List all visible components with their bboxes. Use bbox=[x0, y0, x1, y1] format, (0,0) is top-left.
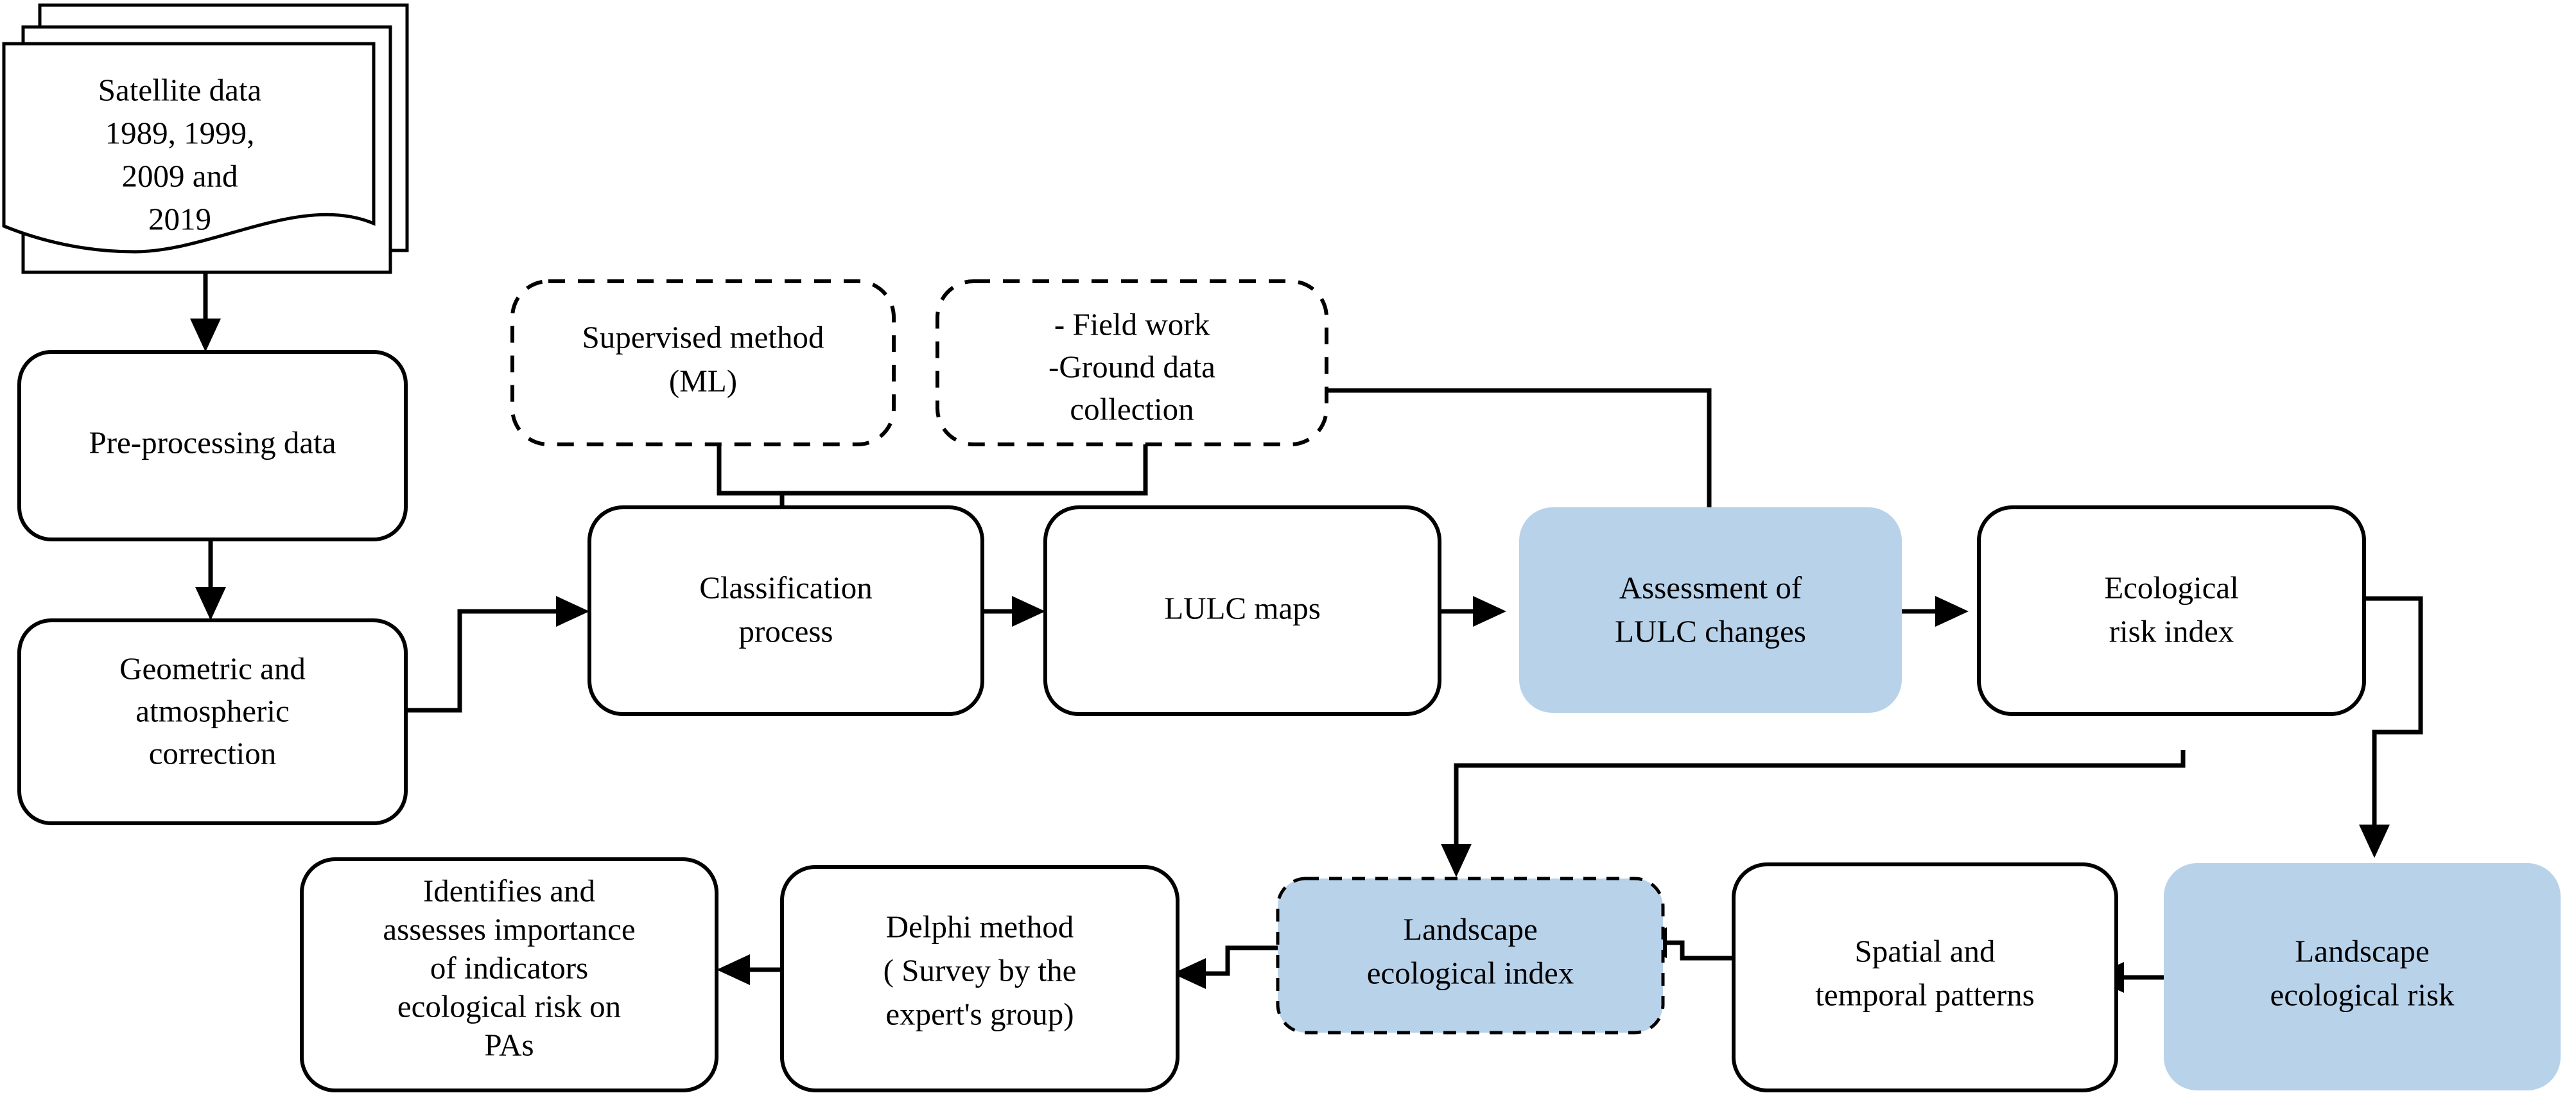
edge-ecorisk-to-landscape-risk bbox=[2359, 596, 2423, 858]
landscape-index-line-1: Landscape bbox=[1403, 911, 1538, 947]
ecorisk-line-1: Ecological bbox=[2104, 570, 2239, 605]
spatial-line-1: Spatial and bbox=[1854, 933, 1995, 968]
node-ecological-risk-index[interactable]: Ecological risk index bbox=[1977, 505, 2366, 716]
geometric-line-1: Geometric and bbox=[119, 651, 306, 686]
satellite-data-line-4: 2019 bbox=[148, 201, 211, 236]
identifies-line-3: of indicators bbox=[430, 950, 588, 985]
field-work-line-3: collection bbox=[1070, 391, 1194, 426]
delphi-line-2: ( Survey by the bbox=[883, 952, 1077, 988]
field-work-line-2: -Ground data bbox=[1049, 349, 1215, 384]
geometric-line-3: correction bbox=[149, 735, 277, 771]
node-preprocessing[interactable]: Pre-processing data bbox=[17, 350, 408, 541]
classification-line-1: Classification bbox=[699, 570, 872, 605]
supervised-method-line-1: Supervised method bbox=[582, 319, 824, 354]
node-classification-process[interactable]: Classification process bbox=[587, 505, 984, 716]
edge-landscape-index-to-delphi bbox=[1172, 945, 1278, 989]
geometric-line-2: atmospheric bbox=[135, 693, 289, 728]
assessment-line-1: Assessment of bbox=[1619, 570, 1802, 605]
identifies-line-1: Identifies and bbox=[423, 873, 595, 908]
edge-lulcmaps-to-assessment bbox=[1440, 596, 1506, 627]
node-field-work[interactable]: - Field work -Ground data collection bbox=[936, 279, 1328, 446]
node-assessment-lulc-changes[interactable]: Assessment of LULC changes bbox=[1519, 507, 1902, 713]
edge-preprocessing-to-geometric bbox=[195, 539, 226, 620]
node-lulc-maps[interactable]: LULC maps bbox=[1043, 505, 1441, 716]
satellite-data-line-2: 1989, 1999, bbox=[105, 115, 255, 150]
node-spatial-temporal-patterns[interactable]: Spatial and temporal patterns bbox=[1732, 862, 2118, 1092]
node-geometric-correction[interactable]: Geometric and atmospheric correction bbox=[17, 618, 408, 825]
landscape-index-line-2: ecological index bbox=[1367, 955, 1574, 990]
field-work-line-1: - Field work bbox=[1054, 306, 1210, 342]
landscape-risk-line-2: ecological risk bbox=[2270, 977, 2455, 1012]
node-satellite-data[interactable]: Satellite data 1989, 1999, 2009 and 2019 bbox=[2, 3, 409, 274]
node-identifies-assesses[interactable]: Identifies and assesses importance of in… bbox=[300, 857, 718, 1092]
identifies-line-2: assesses importance bbox=[383, 911, 635, 947]
edge-ecorisk-to-landscape-index bbox=[1441, 750, 2186, 877]
node-delphi-method[interactable]: Delphi method ( Survey by the expert's g… bbox=[780, 865, 1179, 1092]
identifies-line-4: ecological risk on bbox=[397, 988, 621, 1024]
edge-geometric-to-classification bbox=[406, 596, 589, 713]
edge-classification-to-lulcmaps bbox=[982, 596, 1045, 627]
classification-line-2: process bbox=[739, 613, 833, 649]
node-landscape-ecological-risk[interactable]: Landscape ecological risk bbox=[2164, 863, 2561, 1090]
satellite-data-line-3: 2009 and bbox=[122, 158, 238, 193]
assessment-line-2: LULC changes bbox=[1615, 613, 1806, 649]
ecorisk-line-2: risk index bbox=[2109, 613, 2234, 649]
edge-assessment-to-ecorisk bbox=[1902, 596, 1969, 627]
preprocessing-label: Pre-processing data bbox=[89, 424, 336, 460]
edge-delphi-to-identifies bbox=[717, 954, 782, 985]
node-supervised-method[interactable]: Supervised method (ML) bbox=[510, 279, 896, 446]
node-landscape-ecological-index[interactable]: Landscape ecological index bbox=[1276, 877, 1665, 1035]
delphi-line-1: Delphi method bbox=[886, 909, 1074, 944]
satellite-data-line-1: Satellite data bbox=[98, 72, 262, 107]
delphi-line-3: expert's group) bbox=[885, 996, 1074, 1031]
identifies-line-5: PAs bbox=[484, 1027, 534, 1062]
landscape-risk-line-1: Landscape bbox=[2295, 933, 2430, 968]
lulc-maps-label: LULC maps bbox=[1164, 590, 1321, 625]
supervised-method-line-2: (ML) bbox=[669, 363, 737, 398]
spatial-line-2: temporal patterns bbox=[1815, 977, 2035, 1012]
edge-satellite-to-preprocessing bbox=[190, 263, 221, 352]
